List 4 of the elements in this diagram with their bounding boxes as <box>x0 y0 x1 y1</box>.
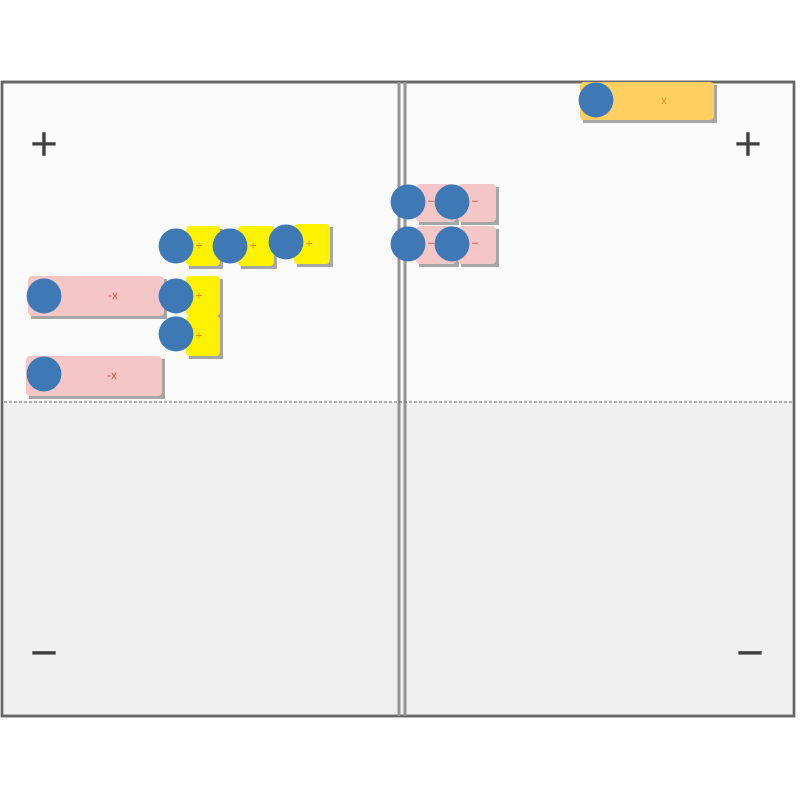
sign-label: + <box>32 132 56 156</box>
sign-label: + <box>736 132 760 156</box>
sign-label: − <box>32 651 56 655</box>
sign-label: − <box>738 651 762 655</box>
